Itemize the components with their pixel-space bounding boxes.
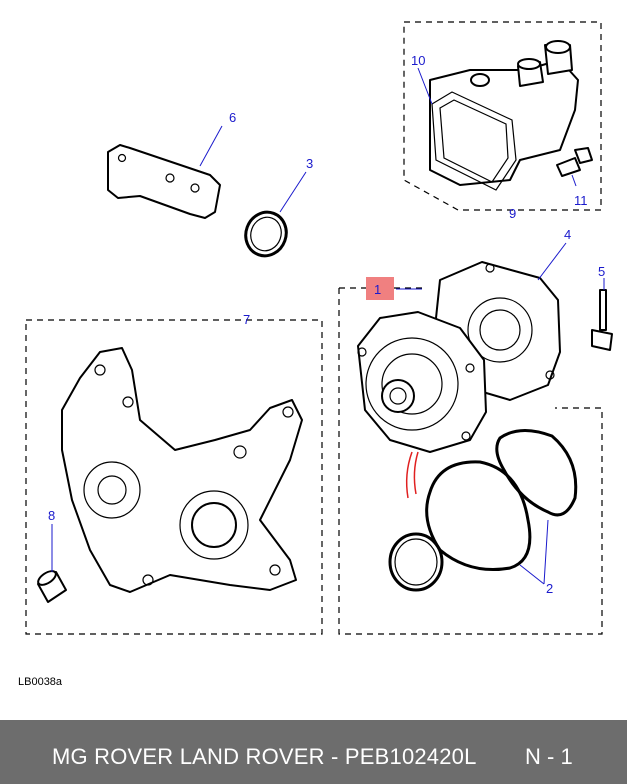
callout-4: 4 bbox=[564, 227, 571, 242]
part-dowel-8 bbox=[37, 570, 67, 603]
callout-10: 10 bbox=[411, 53, 425, 68]
exploded-parts-diagram: 1 2 3 4 5 6 7 8 9 10 11 bbox=[25, 21, 613, 635]
part-cover-7 bbox=[61, 347, 303, 593]
callout-5: 5 bbox=[598, 264, 605, 279]
part-gasket-10 bbox=[431, 91, 517, 191]
callout-8: 8 bbox=[48, 508, 55, 523]
callout-2: 2 bbox=[546, 581, 553, 596]
footer-page-number: N - 1 bbox=[525, 744, 573, 769]
callout-highlight-1 bbox=[366, 277, 394, 300]
callout-9: 9 bbox=[509, 206, 516, 221]
group-box-pump bbox=[338, 287, 603, 635]
callout-7: 7 bbox=[243, 312, 250, 327]
part-oring-3 bbox=[244, 210, 288, 258]
part-oring-2 bbox=[388, 429, 578, 592]
part-bolt-11 bbox=[556, 147, 593, 177]
red-wire bbox=[405, 451, 419, 499]
part-water-pump-1 bbox=[357, 311, 487, 453]
footer-title: MG ROVER LAND ROVER - PEB102420L bbox=[52, 744, 477, 769]
callout-3: 3 bbox=[306, 156, 313, 171]
part-bracket-6 bbox=[107, 144, 221, 219]
part-bolt-5 bbox=[591, 289, 613, 351]
diagram-reference-code: LB0038a bbox=[18, 676, 63, 688]
group-box-housing bbox=[403, 21, 602, 211]
callout-1: 1 bbox=[374, 282, 381, 297]
group-box-cover bbox=[25, 319, 323, 635]
footer-bar: MG ROVER LAND ROVER - PEB102420L N - 1 bbox=[0, 720, 627, 784]
part-gasket-10-inner bbox=[439, 99, 509, 183]
callout-11: 11 bbox=[574, 193, 588, 208]
callout-6: 6 bbox=[229, 110, 236, 125]
